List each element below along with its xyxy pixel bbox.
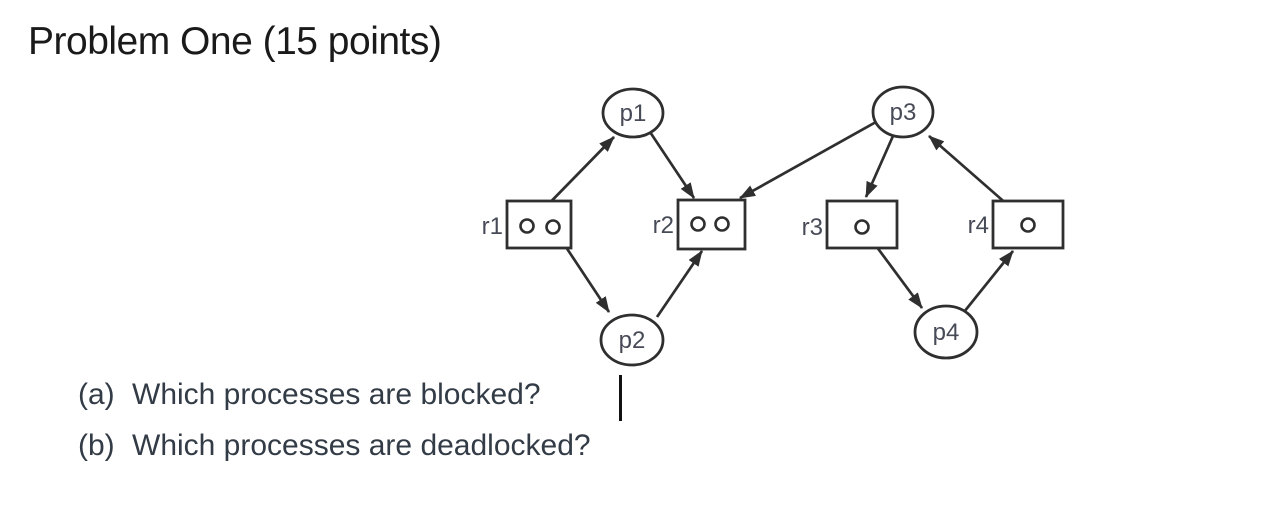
edge-request-p3-r3 [864, 135, 895, 198]
questions-block: (a) Which processes are blocked? (b) Whi… [78, 369, 591, 471]
resource-label-r4: r4 [968, 212, 989, 239]
text-cursor[interactable] [619, 375, 622, 421]
resource-node-r2: r2 [653, 198, 747, 251]
question-a-label: (a) [78, 377, 115, 411]
resource-label-r3: r3 [802, 214, 823, 241]
resource-unit-dot [519, 218, 535, 234]
question-a-text: Which processes are blocked? [132, 377, 541, 411]
process-label-p1: p1 [620, 100, 647, 127]
resource-node-r4: r4 [968, 199, 1065, 250]
question-b-text: Which processes are deadlocked? [132, 428, 591, 462]
resource-unit-dot [690, 216, 706, 232]
resource-label-r2: r2 [653, 212, 674, 239]
question-b: (b) Which processes are deadlocked? [78, 420, 591, 471]
process-circle-p1 [601, 87, 665, 139]
process-node-p3: p3 [871, 85, 935, 139]
process-circle-p3 [871, 85, 935, 139]
edge-request-p2-r2 [655, 250, 704, 318]
edge-request-p4-r4 [962, 250, 1015, 313]
page-title: Problem One (15 points) [28, 20, 442, 63]
resource-unit-dot [714, 216, 730, 232]
process-circle-p4 [913, 304, 979, 360]
process-label-p4: p4 [933, 319, 960, 346]
resource-rect-r4 [991, 199, 1065, 250]
question-a: (a) Which processes are blocked? [78, 369, 591, 420]
edge-request-p1-r2 [648, 131, 696, 199]
edge-request-p3-r2 [739, 120, 877, 200]
resource-label-r1: r1 [482, 213, 503, 240]
resource-rect-r3 [825, 199, 899, 250]
question-b-label: (b) [78, 428, 115, 462]
resource-rect-r2 [676, 198, 747, 251]
resource-unit-dot [1020, 217, 1036, 233]
process-node-p4: p4 [913, 304, 979, 360]
process-node-p1: p1 [601, 87, 665, 139]
process-label-p2: p2 [619, 327, 646, 354]
resource-unit-dot [854, 219, 870, 235]
resource-unit-dot [545, 219, 561, 235]
process-circle-p2 [599, 313, 665, 367]
process-label-p3: p3 [890, 99, 917, 126]
resource-rect-r1 [505, 199, 573, 250]
resource-node-r3: r3 [802, 199, 899, 250]
process-node-p2: p2 [599, 313, 665, 367]
resource-node-r1: r1 [482, 199, 573, 250]
